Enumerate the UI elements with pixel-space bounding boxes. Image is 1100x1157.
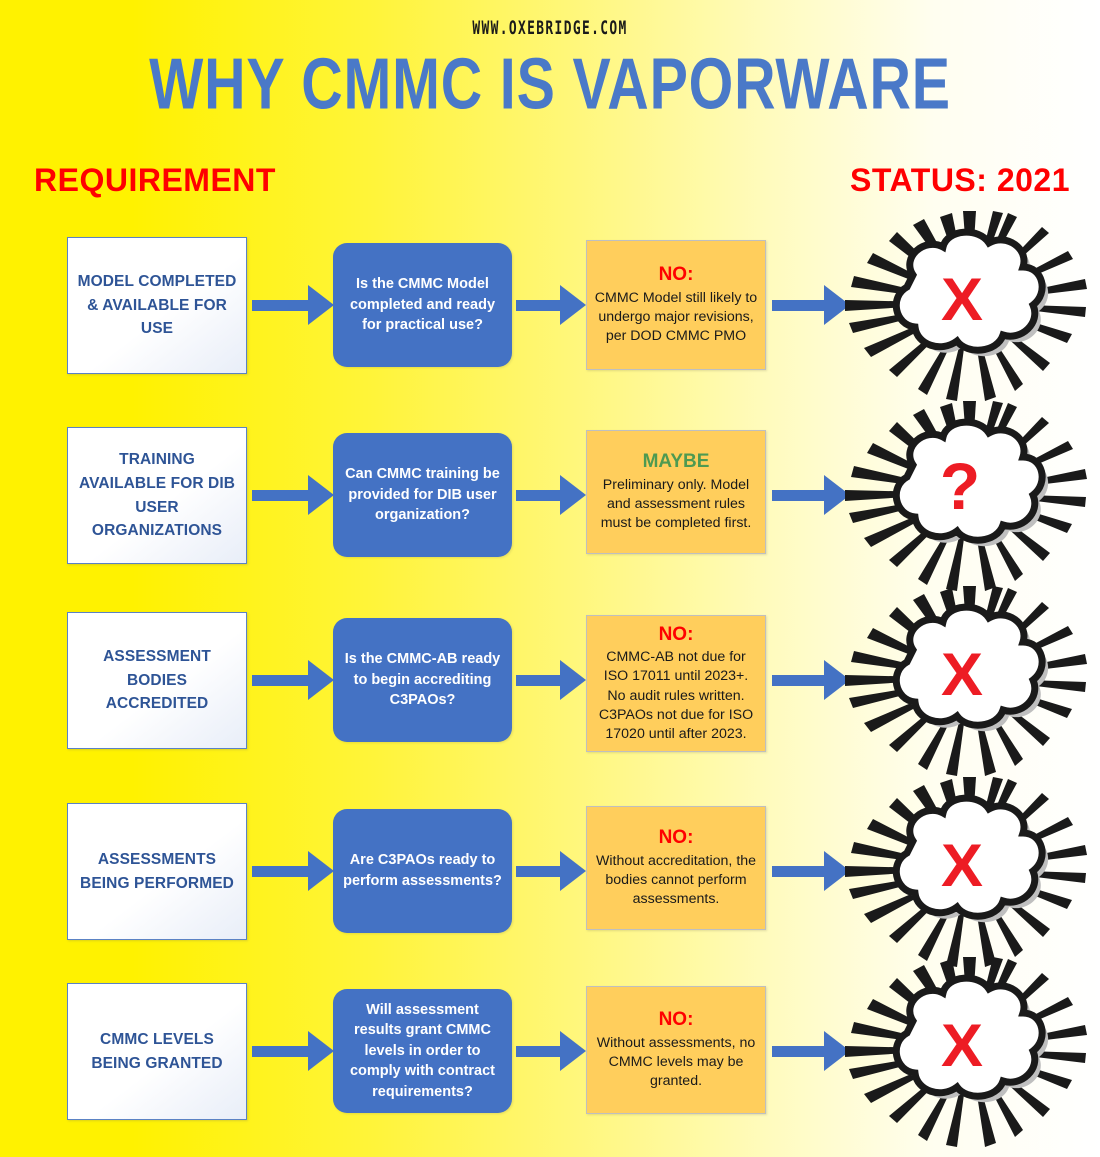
requirement-label: ASSESSMENT BODIES ACCREDITED [103,648,211,713]
arrow-question-to-status [516,851,586,891]
question-label: Is the CMMC-AB ready to begin accreditin… [344,651,501,709]
question-label: Is the CMMC Model completed and ready fo… [349,276,496,334]
requirement-column-header: REQUIREMENT [34,162,276,198]
flow-row: ASSESSMENTS BEING PERFORMED Are C3PAOs r… [0,777,1100,967]
requirement-box: ASSESSMENT BODIES ACCREDITED [67,612,247,749]
arrow-head [308,475,334,515]
arrow-shaft [772,1046,825,1057]
requirement-box: MODEL COMPLETED & AVAILABLE FOR USE [67,237,247,374]
status-column-header: STATUS: 2021 [850,162,1070,198]
arrow-head [560,285,586,325]
arrow-shaft [252,490,309,501]
x-mark-cloud-burst-icon: X [845,777,1095,967]
status-verdict: NO: [658,264,694,286]
status-box: NO: Without accreditation, the bodies ca… [586,806,766,930]
question-box: Is the CMMC Model completed and ready fo… [333,243,512,367]
arrow-shaft [252,675,309,686]
arrow-shaft [516,675,561,686]
flow-row: TRAINING AVAILABLE FOR DIB USER ORGANIZA… [0,401,1100,591]
arrow-requirement-to-question [252,851,334,891]
arrow-head [308,1031,334,1071]
arrow-shaft [516,300,561,311]
arrow-head [308,660,334,700]
arrow-requirement-to-question [252,1031,334,1071]
arrow-question-to-status [516,285,586,325]
arrow-shaft [516,490,561,501]
page-title: WHY CMMC IS VAPORWARE [149,43,951,125]
arrow-shaft [516,866,561,877]
arrow-question-to-status [516,1031,586,1071]
status-verdict: NO: [658,623,694,645]
arrow-head [308,285,334,325]
arrow-shaft [516,1046,561,1057]
question-box: Is the CMMC-AB ready to begin accreditin… [333,618,512,742]
x-mark-cloud-burst-icon: X [845,586,1095,776]
requirement-box: CMMC LEVELS BEING GRANTED [67,983,247,1120]
arrow-head [560,660,586,700]
requirement-label: CMMC LEVELS BEING GRANTED [91,1030,223,1072]
status-box: NO: CMMC-AB not due for ISO 17011 until … [586,615,766,752]
requirement-label: MODEL COMPLETED & AVAILABLE FOR USE [77,273,237,338]
question-label: Will assessment results grant CMMC level… [349,1001,496,1100]
arrow-status-to-outcome [772,1031,850,1071]
question-box: Are C3PAOs ready to perform assessments? [333,809,512,933]
flow-row: ASSESSMENT BODIES ACCREDITED Is the CMMC… [0,586,1100,776]
arrow-status-to-outcome [772,851,850,891]
question-box: Can CMMC training be provided for DIB us… [333,433,512,557]
arrow-head [560,851,586,891]
flow-row: CMMC LEVELS BEING GRANTED Will assessmen… [0,957,1100,1147]
status-detail: Without accreditation, the bodies cannot… [595,852,757,908]
status-box: NO: Without assessments, no CMMC levels … [586,986,766,1114]
arrow-shaft [772,866,825,877]
flow-row: MODEL COMPLETED & AVAILABLE FOR USE Is t… [0,211,1100,401]
question-label: Can CMMC training be provided for DIB us… [345,466,500,524]
status-detail: CMMC Model still likely to undergo major… [594,289,758,345]
question-label: Are C3PAOs ready to perform assessments? [343,852,502,889]
arrow-shaft [252,1046,309,1057]
arrow-shaft [252,300,309,311]
arrow-head [560,1031,586,1071]
status-verdict: MAYBE [642,451,710,473]
requirement-label: ASSESSMENTS BEING PERFORMED [80,850,234,892]
x-mark-cloud-burst-icon: X [845,211,1095,401]
arrow-question-to-status [516,660,586,700]
arrow-requirement-to-question [252,285,334,325]
question-mark-cloud-burst-icon: ? [845,401,1095,591]
arrow-head [308,851,334,891]
arrow-status-to-outcome [772,660,850,700]
status-detail: Without assessments, no CMMC levels may … [596,1034,756,1090]
question-box: Will assessment results grant CMMC level… [333,989,512,1113]
arrow-requirement-to-question [252,660,334,700]
status-detail: CMMC-AB not due for ISO 17011 until 2023… [598,648,754,743]
status-box: NO: CMMC Model still likely to undergo m… [586,240,766,370]
status-verdict: NO: [658,827,694,849]
status-detail: Preliminary only. Model and assessment r… [600,476,752,532]
arrow-shaft [772,490,825,501]
arrow-status-to-outcome [772,475,850,515]
status-box: MAYBE Preliminary only. Model and assess… [586,430,766,554]
arrow-question-to-status [516,475,586,515]
x-mark-cloud-burst-icon: X [845,957,1095,1147]
requirement-label: TRAINING AVAILABLE FOR DIB USER ORGANIZA… [78,451,236,540]
requirement-box: TRAINING AVAILABLE FOR DIB USER ORGANIZA… [67,427,247,564]
site-url-label: WWW.OXEBRIDGE.COM [472,18,628,40]
arrow-requirement-to-question [252,475,334,515]
requirement-box: ASSESSMENTS BEING PERFORMED [67,803,247,940]
arrow-head [560,475,586,515]
arrow-shaft [772,675,825,686]
status-verdict: NO: [658,1009,694,1031]
arrow-status-to-outcome [772,285,850,325]
arrow-shaft [252,866,309,877]
arrow-shaft [772,300,825,311]
